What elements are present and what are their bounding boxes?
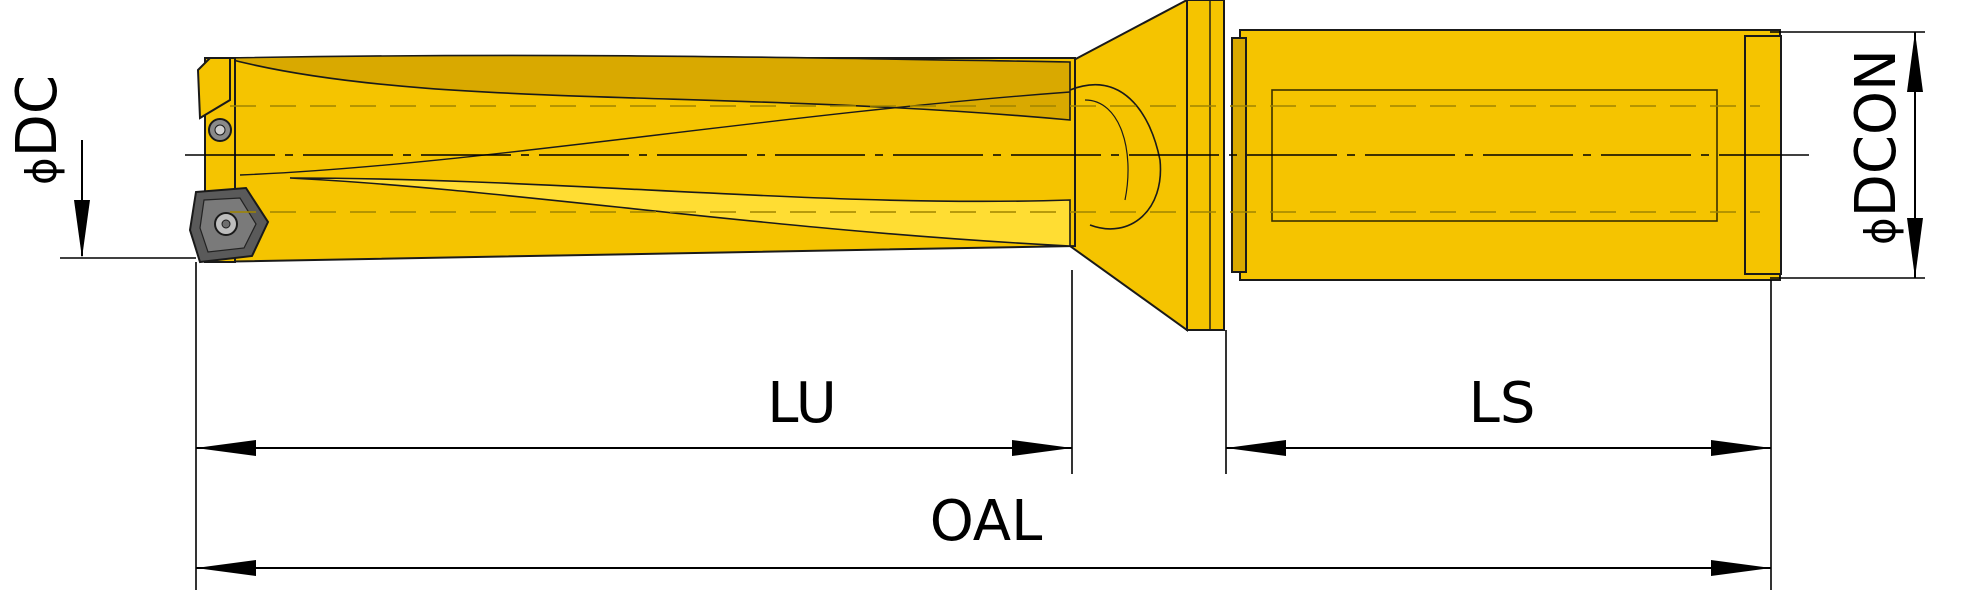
dc-arrow: [74, 200, 90, 258]
ls-label: LS: [1469, 371, 1536, 436]
lu-arrow-left: [196, 440, 256, 456]
flange-body: [1186, 0, 1225, 331]
dcon-label: ϕDCON: [1844, 49, 1909, 245]
ls-arrow-left: [1226, 440, 1286, 456]
dimensions: ϕDC ϕDCON LU LS: [5, 31, 1925, 590]
dc-text: DC: [5, 75, 70, 157]
dcon-arrow-top: [1907, 32, 1923, 92]
lu-dimension: LU: [196, 371, 1072, 456]
upper-helix-flute: [224, 54, 1071, 121]
drill-head: [188, 57, 270, 264]
helix-edge: [239, 91, 1071, 176]
ls-dimension: LS: [1226, 371, 1771, 456]
oal-arrow-left: [196, 560, 256, 576]
dc-diameter-symbol: ϕ: [17, 157, 66, 185]
ls-arrow-right: [1711, 440, 1771, 456]
flute-runout-inner: [1084, 99, 1129, 201]
dcon-text: DCON: [1844, 49, 1909, 217]
oal-arrow-right: [1711, 560, 1771, 576]
lu-label: LU: [767, 371, 836, 436]
dc-label: ϕDC: [5, 75, 70, 185]
oal-label: OAL: [930, 489, 1043, 554]
dcon-dimension: ϕDCON: [1844, 32, 1923, 278]
upper-insert-screw-core: [214, 124, 226, 136]
flange: [1069, 0, 1225, 332]
lu-arrow-right: [1012, 440, 1072, 456]
dcon-diameter-symbol: ϕ: [1856, 217, 1905, 245]
dcon-arrow-bottom: [1907, 218, 1923, 278]
fluted-body: [204, 54, 1162, 264]
lower-insert-screw-core: [221, 219, 231, 229]
head-tip: [196, 57, 231, 120]
oal-dimension: OAL: [196, 489, 1771, 576]
flute-runout: [1069, 84, 1162, 230]
drill-tool: [185, 0, 1810, 332]
dc-dimension: ϕDC: [5, 75, 90, 258]
